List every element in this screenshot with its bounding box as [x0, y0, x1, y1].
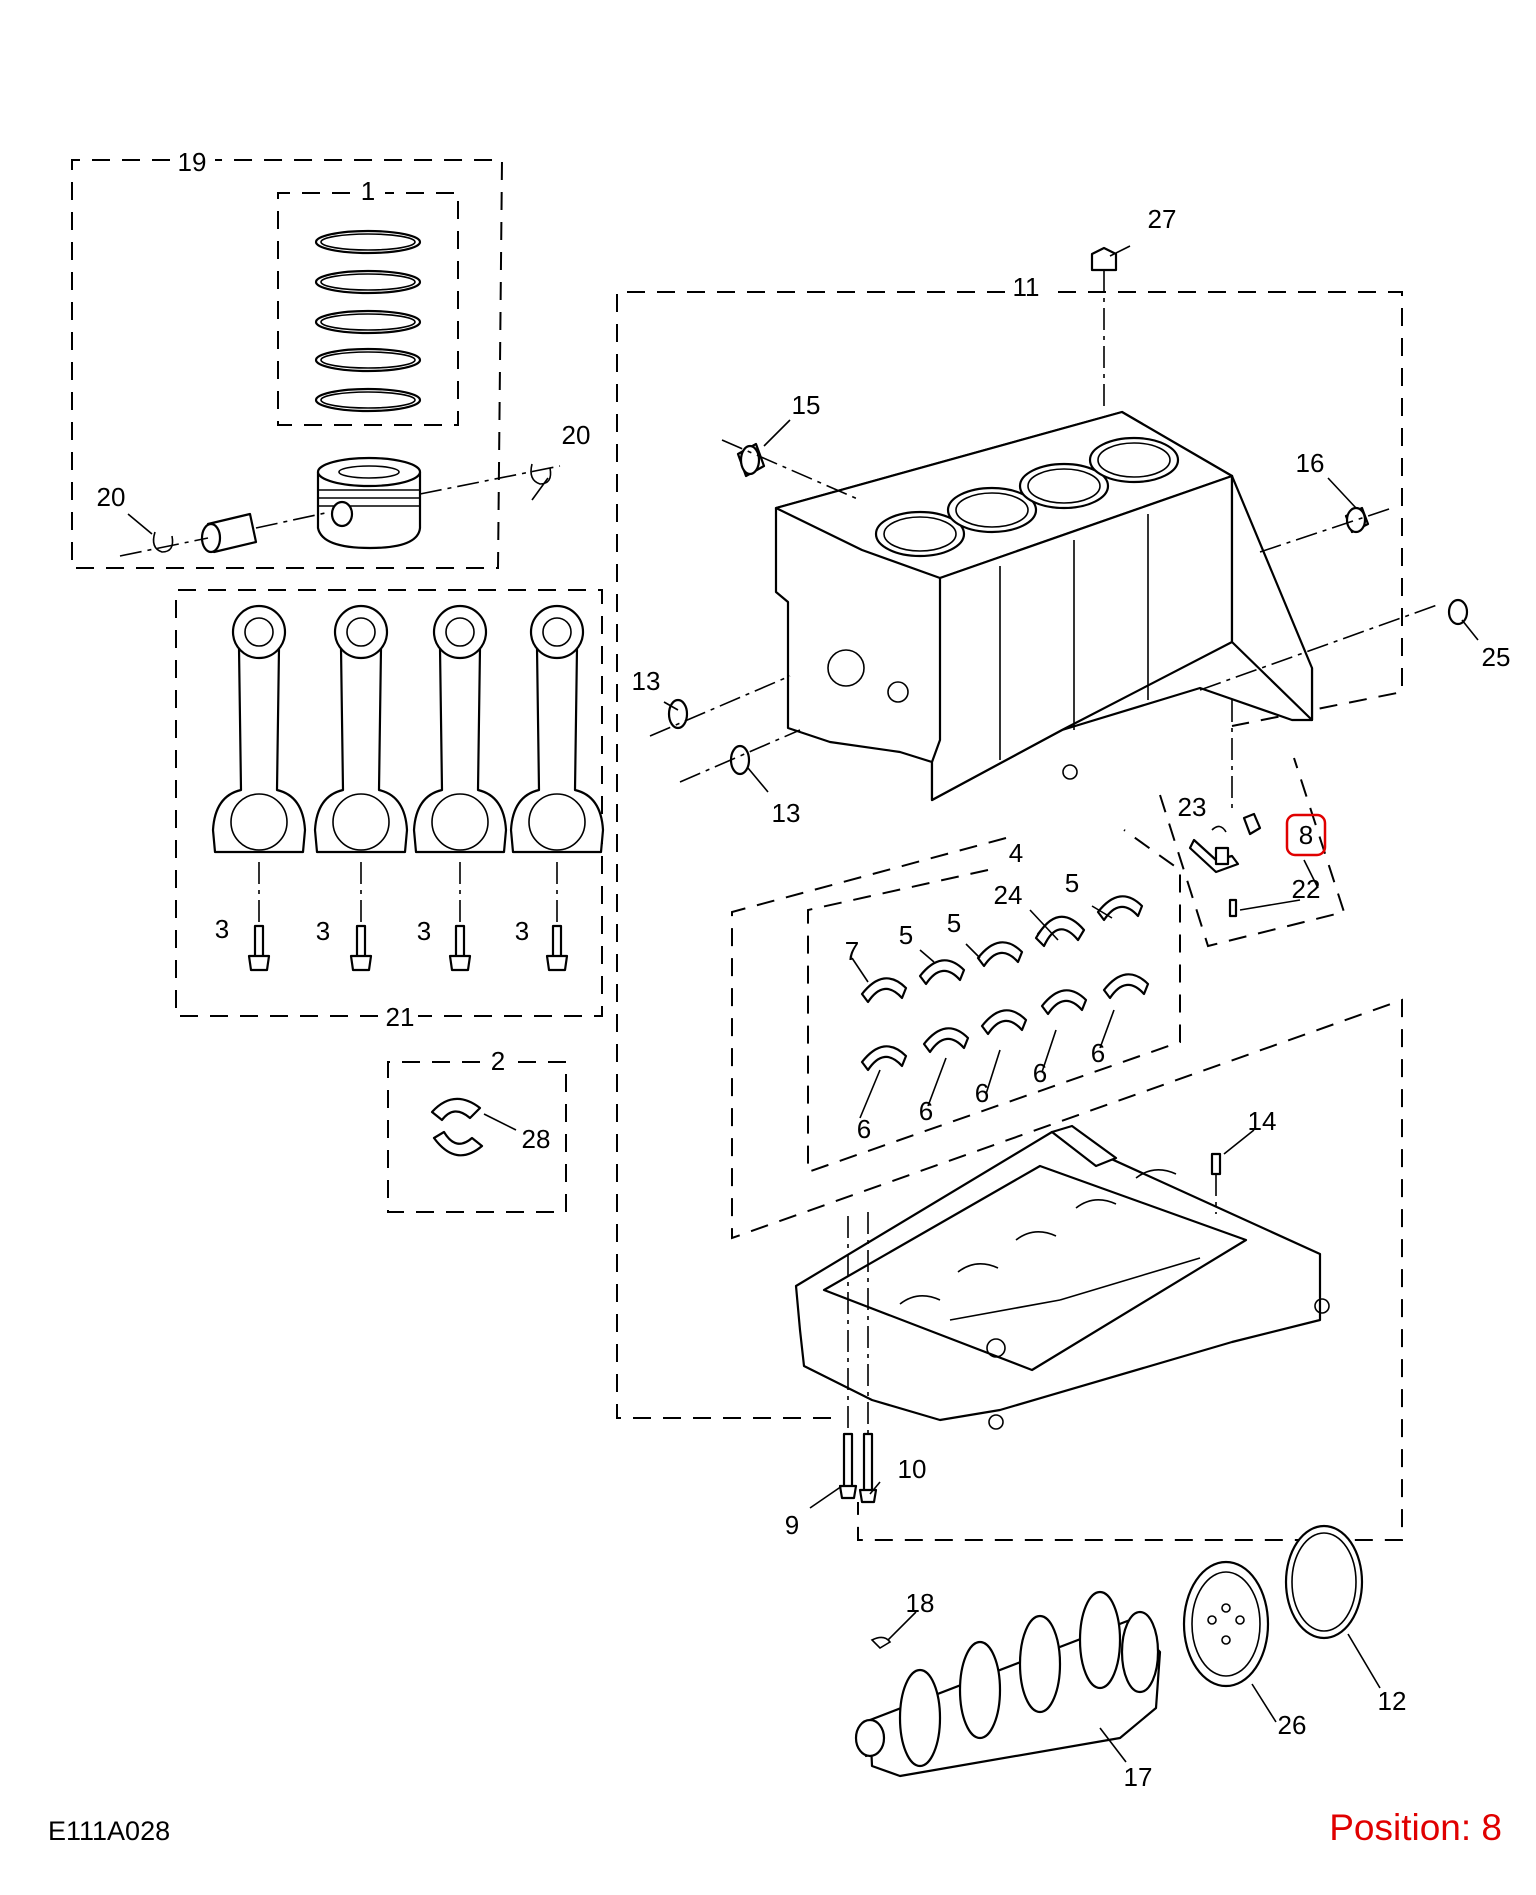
callout-leaders: [127, 245, 1479, 1763]
callout-5-b: 5: [947, 908, 961, 938]
bearing-shell: [980, 1009, 1028, 1036]
connecting-rod: [313, 604, 409, 972]
callout-25: 25: [1482, 642, 1511, 672]
group-box-bearing-shells: [807, 829, 1181, 1174]
piston-cooling-jet: [1188, 825, 1240, 918]
crankshaft: [854, 1590, 1162, 1778]
callout-24: 24: [994, 880, 1023, 910]
callout-6-d: 6: [919, 1096, 933, 1126]
callout-3-d: 3: [515, 916, 529, 946]
piston: [316, 456, 422, 550]
bearing-shell: [976, 941, 1024, 968]
cylinder-block: [774, 410, 1314, 802]
connecting-rod: [211, 604, 307, 972]
bearing-shell: [1040, 989, 1088, 1016]
callout-13-upper: 13: [632, 666, 661, 696]
piston-pin-circlips: [152, 463, 552, 553]
crankcase-bolts: [838, 1174, 1217, 1504]
callout-15: 15: [792, 390, 821, 420]
callout-28: 28: [522, 1124, 551, 1154]
callout-6-c: 6: [975, 1078, 989, 1108]
bearing-shell: [1102, 973, 1150, 1000]
callout-20-left: 20: [97, 482, 126, 512]
callout-2: 2: [491, 1046, 505, 1076]
cylinder-block-plugs: [667, 246, 1469, 836]
lower-crankcase-bedplate: [794, 1124, 1330, 1430]
callout-3-b: 3: [316, 916, 330, 946]
piston-pin: [200, 512, 258, 554]
callout-9: 9: [785, 1510, 799, 1540]
callout-5-c: 5: [899, 920, 913, 950]
bearing-shell: [860, 977, 908, 1004]
conrod-bolt: [448, 862, 472, 972]
bearing-shell: [922, 1027, 970, 1054]
callout-26: 26: [1278, 1710, 1307, 1740]
group-box-main-bearings: [731, 837, 1403, 1541]
callout-6-b: 6: [1033, 1058, 1047, 1088]
callout-1: 1: [361, 176, 375, 206]
callout-14: 14: [1248, 1106, 1277, 1136]
main-bearing-shells: [860, 895, 1150, 1072]
connecting-rod: [509, 604, 605, 972]
callout-13-lower: 13: [772, 798, 801, 828]
callout-8: 8: [1299, 820, 1313, 850]
selected-callout-highlight: [1285, 813, 1327, 857]
conrod-bolt: [247, 862, 271, 972]
callout-3-c: 3: [417, 916, 431, 946]
conrod-bolt: [349, 862, 373, 972]
bearing-shell: [918, 959, 966, 986]
cylinder-block-axes: [649, 270, 1441, 808]
callout-10: 10: [898, 1454, 927, 1484]
callout-21: 21: [386, 1002, 415, 1032]
callout-7: 7: [845, 936, 859, 966]
callout-18: 18: [906, 1588, 935, 1618]
bearing-shell: [1096, 895, 1144, 922]
group-box-connecting-rods: [175, 589, 603, 1017]
connecting-rod-set: [211, 604, 605, 972]
crankshaft-reluctor-plate: [1182, 1560, 1270, 1688]
callout-19: 19: [178, 147, 207, 177]
rear-crankshaft-oil-seal: [1284, 1524, 1364, 1640]
callout-6-e: 6: [857, 1114, 871, 1144]
group-box-oil-jet: [1159, 757, 1346, 948]
callout-22: 22: [1292, 874, 1321, 904]
conrod-bolt: [545, 862, 569, 972]
callout-20-right: 20: [562, 420, 591, 450]
callout-6-a: 6: [1091, 1038, 1105, 1068]
group-box-cylinder-block: [616, 291, 1403, 1419]
callout-12: 12: [1378, 1686, 1407, 1716]
connecting-rod: [412, 604, 508, 972]
callout-27: 27: [1148, 204, 1177, 234]
piston-ring-set: [314, 229, 422, 413]
piston-pin-axis: [119, 465, 561, 557]
callout-16: 16: [1296, 448, 1325, 478]
position-caption: Position: 8: [1329, 1807, 1502, 1848]
group-box-conrod-bearing: [387, 1061, 567, 1213]
callout-labels: 19 1 20 20 27 11 15 16 25 13 13 23 8 22 …: [97, 147, 1511, 1792]
group-box-piston-assembly: [71, 159, 504, 569]
callout-23: 23: [1178, 792, 1207, 822]
figure-code: E111A028: [48, 1816, 170, 1846]
conrod-bearing-shells: [430, 1097, 484, 1157]
callout-17: 17: [1124, 1762, 1153, 1792]
thrust-bearing-shell: [1034, 915, 1086, 948]
bearing-shell: [860, 1045, 908, 1072]
callout-11: 11: [1013, 272, 1040, 302]
callout-4: 4: [1009, 838, 1023, 868]
group-box-piston-rings: [277, 192, 459, 426]
callout-5-a: 5: [1065, 868, 1079, 898]
callout-3-a: 3: [215, 914, 229, 944]
